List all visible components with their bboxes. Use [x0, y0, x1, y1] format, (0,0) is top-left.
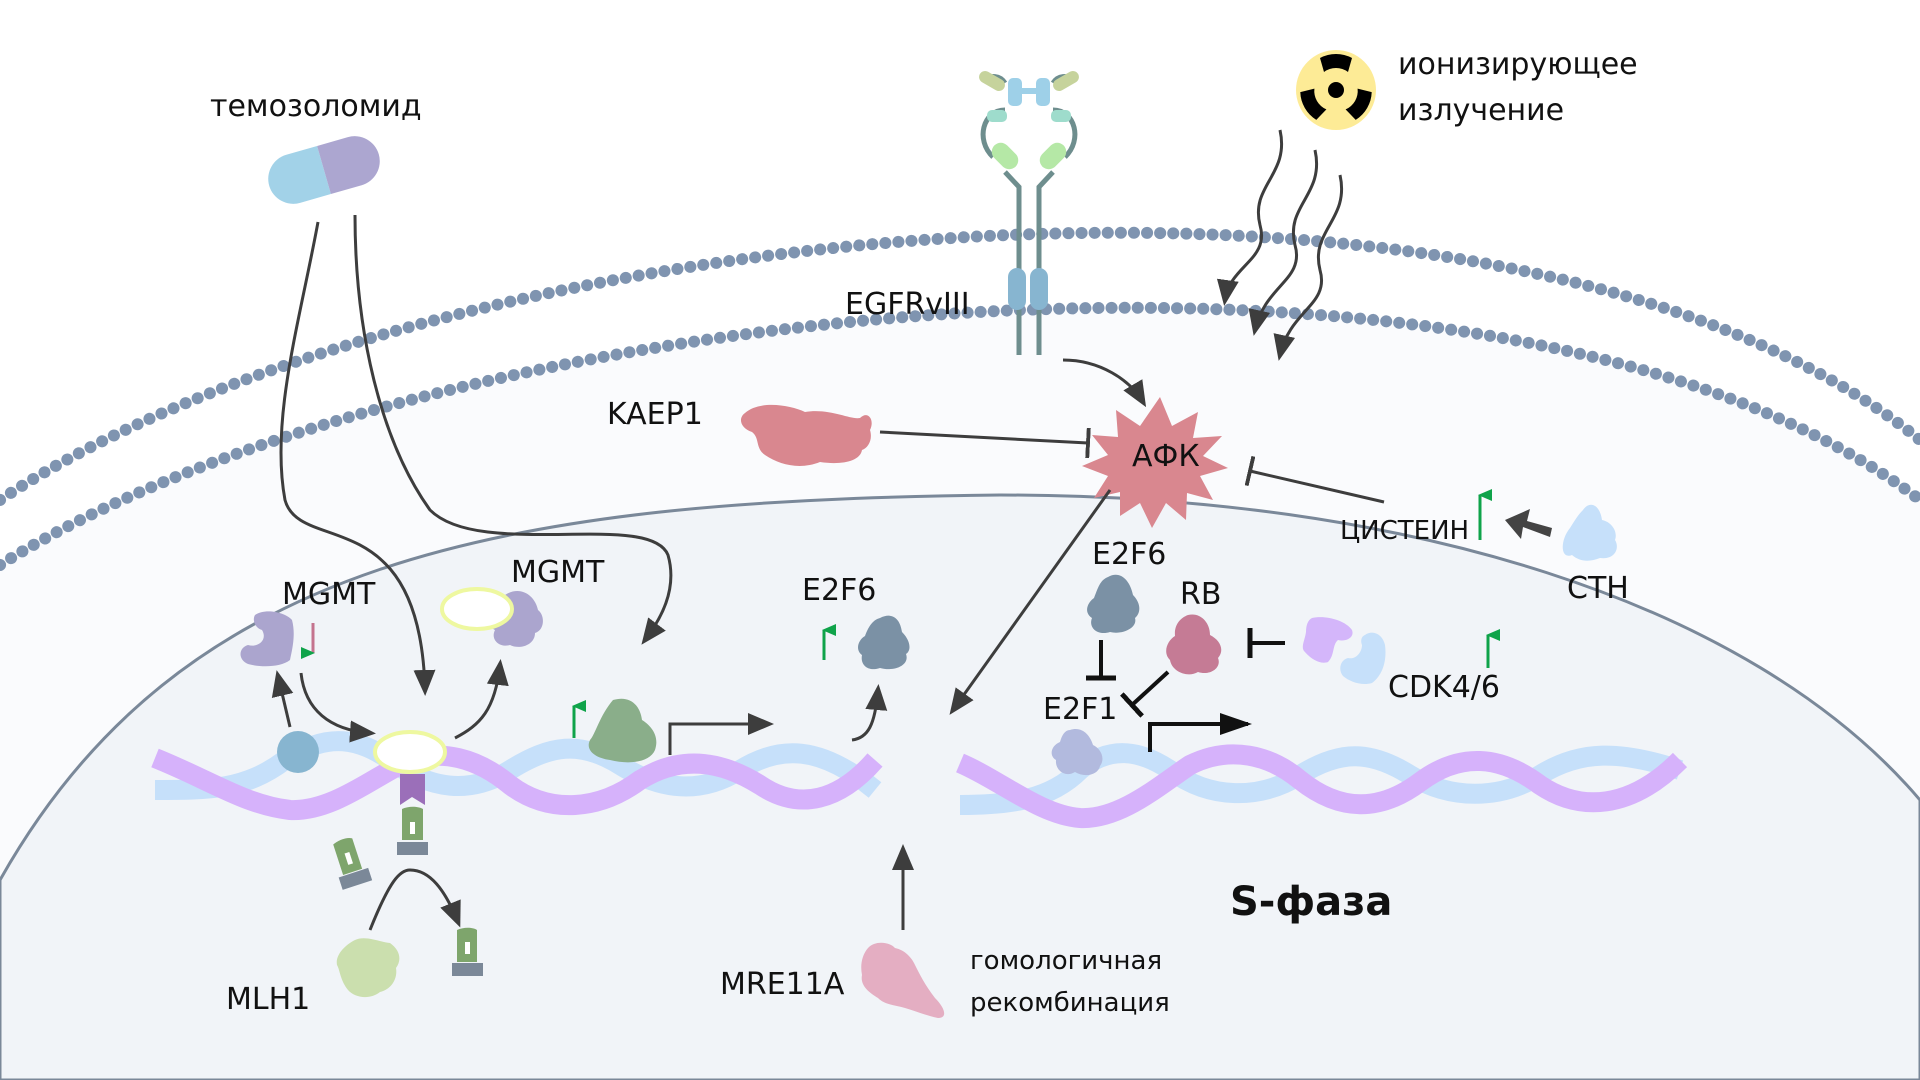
transcription-arrow-right — [1148, 713, 1252, 752]
mlh1-label: MLH1 — [226, 982, 311, 1017]
nucleus — [0, 493, 1920, 1080]
mgmt-right-oval — [440, 587, 514, 631]
radiation-wave-arrow-3 — [1273, 174, 1344, 361]
ros-star — [1082, 397, 1228, 528]
ros-to-dna-arrow — [949, 489, 1112, 715]
radiation-wave-arrow-1 — [1216, 129, 1284, 306]
radiation-wave-arrow-2 — [1248, 149, 1319, 336]
transcription-arrow-left — [668, 713, 774, 755]
lesion-to-mgmt-arrow — [454, 659, 509, 740]
e2f6-mid-protein — [858, 615, 910, 670]
dna-binding-protein — [588, 698, 657, 763]
mgmt-to-lesion-arrow — [299, 672, 376, 743]
phase-label: S-фаза — [1230, 879, 1393, 925]
egfr-to-ros-arrow — [1062, 358, 1147, 408]
cdk6-protein — [1340, 632, 1386, 685]
cdk4-protein — [1302, 617, 1353, 663]
circle-to-mgmt-arrow — [271, 670, 294, 728]
temozolomide-label: темозоломид — [210, 89, 422, 124]
pill-icon — [268, 136, 380, 204]
e2f1-protein — [1051, 729, 1103, 776]
cysteine-label: ЦИСТЕИН — [1340, 516, 1470, 546]
cell-membrane-outer-layer — [0, 226, 1920, 506]
cth-label: CTH — [1567, 571, 1629, 606]
excised-base — [333, 837, 373, 890]
e2f6-right-label: E2F6 — [1092, 537, 1167, 572]
ros-label: АФК — [1132, 439, 1200, 474]
rb-inhibits-e2f1 — [1120, 670, 1170, 718]
dna-adduct-circle — [277, 731, 319, 773]
hr-label-line1: гомологичная — [970, 946, 1163, 976]
mismatch-base-mark — [410, 822, 415, 834]
mlh1-repair-arrow — [368, 868, 461, 931]
cell-membrane-inner-layer — [0, 301, 1920, 571]
tmz-arrow-right — [353, 214, 673, 645]
keap1-inhibits-ros — [879, 427, 1091, 459]
mgmt-right-label: MGMT — [511, 555, 605, 590]
mgmt-left-protein — [240, 611, 294, 667]
keap1-protein — [740, 404, 872, 466]
mismatch-base-grey — [397, 842, 428, 855]
rb-label: RB — [1180, 577, 1222, 612]
e2f6-mid-label: E2F6 — [802, 573, 877, 608]
radiation-icon — [1296, 50, 1376, 130]
o6-methylguanine-bar — [400, 774, 425, 805]
mre11a-label: MRE11A — [720, 967, 845, 1002]
hr-label-line2: рекомбинация — [970, 988, 1170, 1018]
replaced-base — [452, 927, 483, 976]
rb-protein — [1166, 614, 1222, 675]
tmz-arrow-left — [279, 221, 436, 696]
to-e2f6-arrow — [851, 684, 888, 742]
keap1-label: KAEP1 — [607, 397, 703, 432]
e2f1-label: E2F1 — [1043, 692, 1118, 727]
cdk46-label: CDK4/6 — [1388, 670, 1501, 705]
egfr-receptor-icon — [979, 70, 1079, 355]
egfr-label: EGFRvIII — [845, 287, 970, 322]
radiation-label-line2: излучение — [1398, 93, 1565, 128]
cth-to-cysteine-arrow — [1505, 509, 1552, 539]
mre11a-protein — [861, 942, 945, 1018]
mgmt-left-label: MGMT — [282, 577, 376, 612]
lesion-oval — [373, 730, 447, 774]
mlh1-protein — [336, 938, 400, 998]
cysteine-inhibits-ros — [1244, 455, 1385, 504]
radiation-label-line1: ионизирующее — [1398, 47, 1638, 82]
e2f6-right-protein — [1087, 574, 1140, 634]
cth-protein — [1562, 504, 1617, 561]
